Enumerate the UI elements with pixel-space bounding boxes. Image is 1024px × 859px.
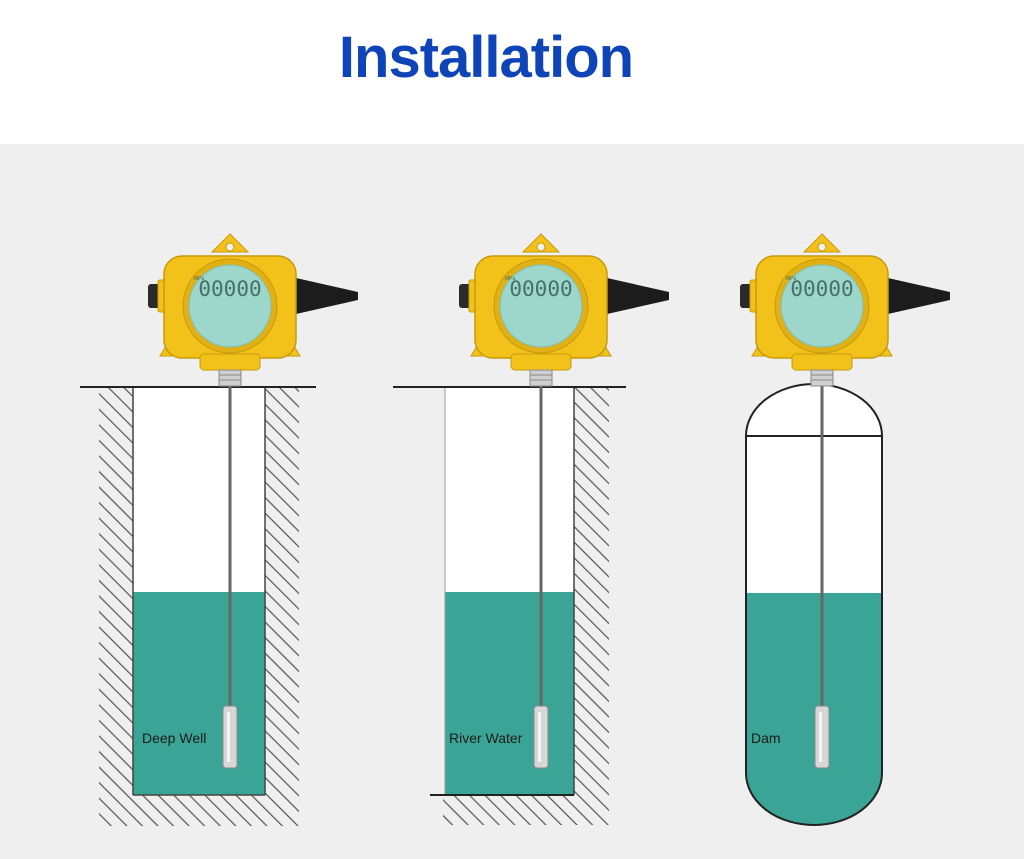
tank-outline bbox=[745, 383, 883, 826]
page-title: Installation bbox=[338, 25, 634, 90]
lcd-digits: 00000 bbox=[198, 277, 261, 301]
svg-text:MPa: MPa bbox=[505, 276, 516, 282]
lcd-digits: 00000 bbox=[790, 277, 853, 301]
well-bottom bbox=[99, 795, 299, 826]
river-water bbox=[445, 592, 574, 795]
scene-river-water: River Water MPa 00000 bbox=[393, 233, 670, 825]
svg-text:MPa: MPa bbox=[786, 276, 797, 282]
scene-dam: Dam MPa 00000 bbox=[739, 233, 951, 826]
river-bed bbox=[443, 795, 609, 825]
scene-label: River Water bbox=[449, 730, 523, 746]
well-water bbox=[133, 592, 265, 795]
probe-sensor bbox=[533, 705, 549, 769]
probe-sensor bbox=[814, 705, 830, 769]
scene-label: Dam bbox=[751, 730, 781, 746]
well-left-wall bbox=[99, 388, 133, 826]
river-bank-wall bbox=[574, 388, 609, 825]
scene-deep-well: Deep Well MPa 00000 bbox=[80, 233, 359, 826]
transmitter-device: MPa 00000 bbox=[147, 233, 359, 387]
probe-sensor bbox=[222, 705, 238, 769]
well-right-wall bbox=[265, 388, 299, 826]
transmitter-device: MPa 00000 bbox=[458, 233, 670, 387]
transmitter-device: MPa 00000 bbox=[739, 233, 951, 387]
svg-text:MPa: MPa bbox=[194, 276, 205, 282]
lcd-digits: 00000 bbox=[509, 277, 572, 301]
tank-water bbox=[746, 593, 882, 825]
scene-label: Deep Well bbox=[142, 730, 206, 746]
